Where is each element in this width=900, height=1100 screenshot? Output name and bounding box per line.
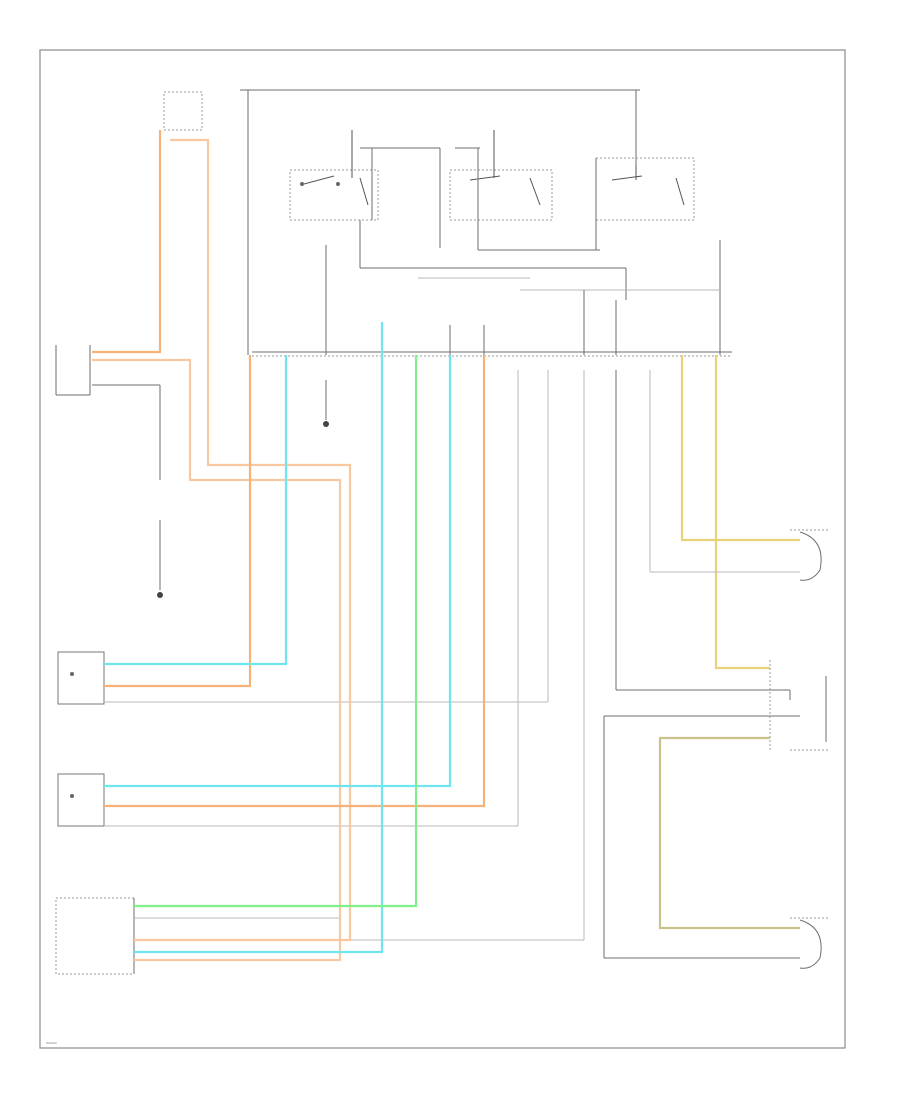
wire-cyan-2 bbox=[104, 355, 452, 788]
main-connector bbox=[252, 351, 732, 357]
connector-icon bbox=[799, 531, 822, 581]
motor-icon bbox=[70, 672, 74, 676]
left-connector-b bbox=[57, 370, 519, 827]
ground-icon bbox=[323, 380, 329, 427]
switch-icon bbox=[529, 177, 541, 206]
right-connector-mid bbox=[769, 660, 830, 751]
right-connector-bottom bbox=[790, 917, 830, 969]
switch-icon bbox=[359, 177, 369, 206]
wire-olive-1 bbox=[658, 736, 800, 930]
ground-icon bbox=[157, 520, 163, 598]
wire-cyan-1 bbox=[104, 355, 288, 666]
wire-cyan-3 bbox=[134, 322, 384, 954]
wire-orange-3 bbox=[92, 358, 342, 962]
wire-orange-4 bbox=[104, 355, 252, 688]
switch-icon bbox=[611, 175, 643, 181]
top-power-feeds bbox=[163, 89, 640, 355]
connector-icon bbox=[57, 773, 105, 827]
wire-orange-5 bbox=[104, 355, 486, 808]
right-connector-top bbox=[790, 529, 830, 581]
footer-code: W0000 bbox=[46, 1041, 57, 1045]
left-connector-a bbox=[57, 370, 549, 705]
switch-icon bbox=[675, 177, 685, 206]
wire-orange-2 bbox=[134, 138, 352, 942]
switch-icon bbox=[469, 175, 501, 181]
diagram-frame bbox=[39, 49, 846, 1049]
connector-icon bbox=[799, 919, 822, 969]
relay-group-2 bbox=[439, 130, 600, 251]
fuse-block-dashed bbox=[163, 91, 203, 131]
bottom-left-module bbox=[55, 370, 585, 975]
control-module-left bbox=[55, 345, 161, 480]
connector-icon bbox=[57, 651, 105, 705]
wire-yellow-2 bbox=[714, 355, 770, 670]
relay-group-3 bbox=[595, 157, 721, 355]
switch-icon bbox=[303, 175, 335, 185]
relay-group-1 bbox=[289, 130, 440, 268]
wire-orange-1 bbox=[92, 130, 162, 354]
relay-contact-icon bbox=[300, 182, 304, 186]
right-side-wires bbox=[603, 370, 827, 959]
motor-icon bbox=[70, 794, 74, 798]
wire-yellow-1 bbox=[680, 355, 800, 542]
relay-bus bbox=[325, 245, 720, 355]
wire-green-1 bbox=[134, 355, 418, 908]
